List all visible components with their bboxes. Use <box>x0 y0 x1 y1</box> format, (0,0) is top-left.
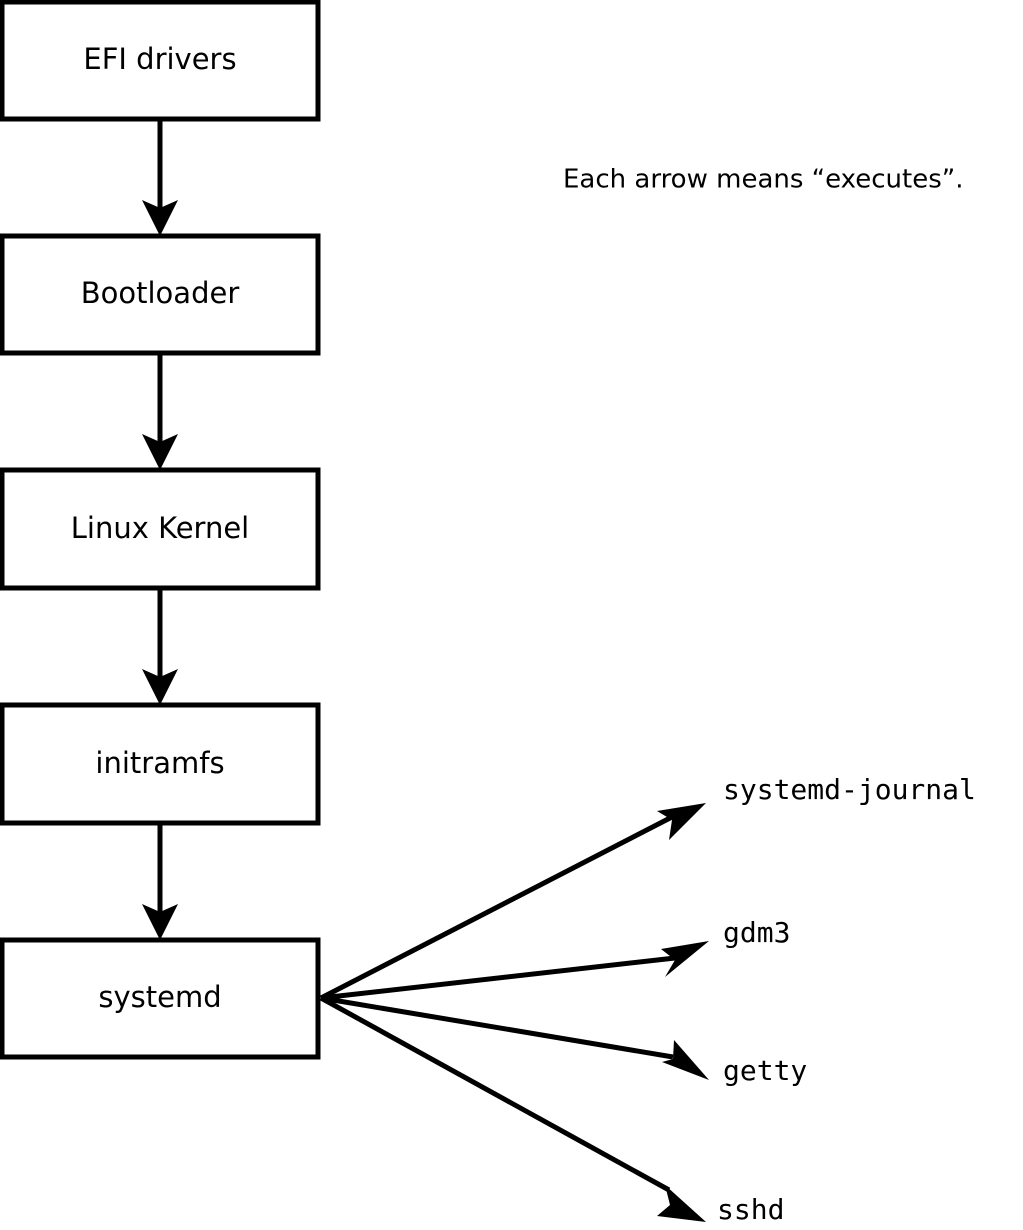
arrow-kernel-to-initramfs <box>142 588 178 705</box>
arrow-systemd-to-gdm3 <box>320 941 709 1001</box>
box-bootloader[interactable]: Bootloader <box>0 233 321 356</box>
arrow-systemd-to-systemd-journal <box>319 803 706 1001</box>
box-efi-drivers[interactable]: EFI drivers <box>0 0 321 122</box>
arrow-efi-to-bootloader <box>142 119 178 236</box>
arrow-systemd-to-sshd <box>319 995 706 1222</box>
service-label-sshd: sshd <box>717 1193 784 1226</box>
service-label-gdm3: gdm3 <box>723 916 790 949</box>
legend-note: Each arrow means “executes”. <box>563 165 964 195</box>
chain-arrows-group <box>142 119 178 940</box>
box-label-systemd: systemd <box>98 980 221 1014</box>
arrow-initramfs-to-systemd <box>142 823 178 940</box>
box-label-bootloader: Bootloader <box>81 276 240 310</box>
service-label-systemd-journal: systemd-journal <box>723 773 976 806</box>
service-labels-group: systemd-journal gdm3 getty sshd <box>717 773 976 1226</box>
service-arrows-group <box>319 803 709 1222</box>
box-label-initramfs: initramfs <box>95 746 224 780</box>
box-label-linux-kernel: Linux Kernel <box>71 511 249 545</box>
box-systemd[interactable]: systemd <box>0 937 321 1060</box>
box-initramfs[interactable]: initramfs <box>0 702 321 826</box>
service-label-getty: getty <box>723 1054 807 1087</box>
arrow-bootloader-to-kernel <box>142 353 178 470</box>
box-linux-kernel[interactable]: Linux Kernel <box>0 467 321 591</box>
arrow-systemd-to-getty <box>320 995 709 1080</box>
box-label-efi-drivers: EFI drivers <box>83 42 236 76</box>
